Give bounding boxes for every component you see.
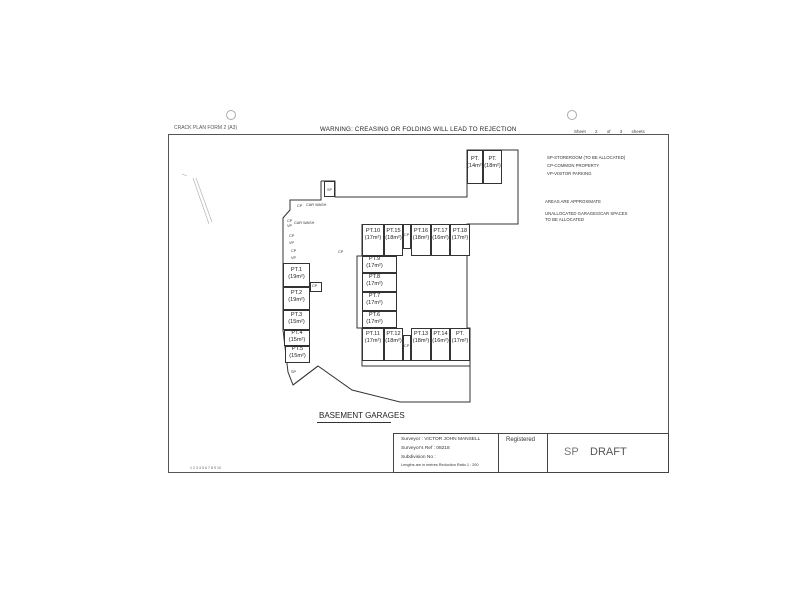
form-label: CRACK PLAN FORM 2 (A3) (174, 125, 238, 131)
lot-3 (283, 310, 310, 330)
lot-13 (411, 328, 431, 361)
footer-scale: 1 2 3 4 5 6 7 8 9 10 (190, 466, 221, 470)
basement-title-underline (317, 422, 391, 423)
lot-6-label: PT.6(17m²) (366, 312, 383, 325)
lot-16-label: PT.16(18m²) (412, 228, 430, 241)
car-wash-top-label: CAR WASH (306, 203, 327, 207)
lot-5 (285, 346, 310, 363)
surveyor-ref: Surveyor's Ref : 08218 (401, 446, 450, 451)
lot-11 (362, 328, 384, 361)
cp-bottom-row-label: CP (404, 344, 410, 348)
legend-sp: SP-STOREROOM (TO BE ALLOCATED) (547, 155, 626, 160)
sheet-number: Sheet 2 of 3 sheets (574, 129, 645, 134)
title-block (393, 433, 669, 473)
lot-17-label: PT.17(16m²) (432, 228, 449, 241)
lot-18-label: PT.18(17m²) (451, 228, 469, 241)
lot-2-label: PT.2(19m²) (288, 290, 305, 303)
cp-bottom-row (403, 335, 411, 361)
vp-left-1: VP (287, 224, 293, 228)
lot-10-label: PT.10(17m²) (364, 228, 382, 241)
lot-16 (411, 224, 431, 256)
lot-17 (431, 224, 450, 256)
basement-garages-title: BASEMENT GARAGES (319, 411, 405, 420)
lot-19-label: PT.(17m²) (451, 331, 469, 344)
lot-6 (362, 311, 397, 328)
lot-top-1 (467, 150, 483, 184)
lot-4-label: PT.4(15m²) (288, 330, 306, 343)
lot-19 (450, 328, 470, 361)
legend-unallocated-1: UNALLOCATED GARAGES/CAR SPACES (545, 211, 628, 216)
lot-5-label: PT.5(15m²) (289, 346, 306, 359)
sp-label: SP (564, 446, 579, 458)
legend-unallocated-2: TO BE ALLOCATED (545, 217, 585, 222)
cp-middle-top (403, 224, 411, 249)
subdivision-number: Subdivision No : (401, 455, 436, 460)
legend-vp: VP-VISITOR PARKING (547, 171, 592, 176)
lot-12 (384, 328, 403, 361)
lot-12-label: PT.12(18m²) (385, 331, 402, 344)
lot-2 (283, 287, 310, 310)
lot-15 (384, 224, 403, 256)
lot-4 (284, 330, 310, 346)
lot-1-label: PT.1(19m²) (288, 267, 305, 280)
lot-14 (431, 328, 450, 361)
lot-9-label: PT.9(17m²) (366, 256, 383, 269)
cp-left-1: CP (287, 219, 293, 223)
common-property-cp (310, 282, 322, 292)
lot-8 (362, 273, 397, 292)
storeroom-top (324, 181, 335, 197)
cp-top-label: CP (297, 204, 303, 208)
cp-box-label: CP (312, 284, 318, 288)
warning-text: WARNING: CREASING OR FOLDING WILL LEAD T… (320, 126, 517, 133)
lot-top-1-label: PT.(14m²) (467, 156, 484, 169)
cp-center-label: CP (338, 250, 344, 254)
draft-label: DRAFT (590, 446, 627, 458)
punch-hole-left (226, 110, 236, 120)
vp-left-3: VP (291, 256, 297, 260)
punch-hole-right (567, 110, 577, 120)
lot-13-label: PT.13(18m²) (412, 331, 430, 344)
lot-7-label: PT.7(17m²) (366, 293, 383, 306)
lot-top-2 (483, 150, 502, 184)
registered-label: Registered (506, 437, 536, 443)
lot-8-label: PT.8(17m²) (366, 274, 383, 287)
legend-cp: CP-COMMON PROPERTY (547, 163, 600, 168)
legend-areas: AREAS ARE APPROXIMATE (545, 199, 602, 204)
plan-sheet (168, 134, 669, 473)
lengths-note: Lengths are in metres Reduction Ratio 1 … (401, 463, 479, 467)
car-wash-left-label: CAR WASH (294, 221, 315, 225)
lot-top-2-label: PT.(18m²) (484, 156, 501, 169)
title-block-divider-1 (498, 433, 499, 473)
surveyor-name: Surveyor : VICTOR JOHN MANSELL (401, 437, 481, 442)
lot-18 (450, 224, 470, 256)
vp-left-2: VP (289, 241, 295, 245)
sp-bottom-left-label: SP (291, 370, 297, 374)
lot-14-label: PT.14(16m²) (432, 331, 449, 344)
lot-3-label: PT.3(15m²) (288, 312, 305, 325)
lot-10 (362, 224, 384, 256)
storeroom-top-label: SP (327, 188, 333, 192)
lot-7 (362, 292, 397, 311)
lot-15-label: PT.15(18m²) (385, 228, 402, 241)
cp-middle-top-label: CP (404, 233, 410, 237)
lot-9 (362, 256, 397, 273)
title-block-divider-2 (547, 433, 548, 473)
lot-11-label: PT.11(17m²) (364, 331, 382, 344)
lot-1 (283, 263, 310, 287)
cp-left-3: CP (291, 249, 297, 253)
cp-left-2: CP (289, 234, 295, 238)
